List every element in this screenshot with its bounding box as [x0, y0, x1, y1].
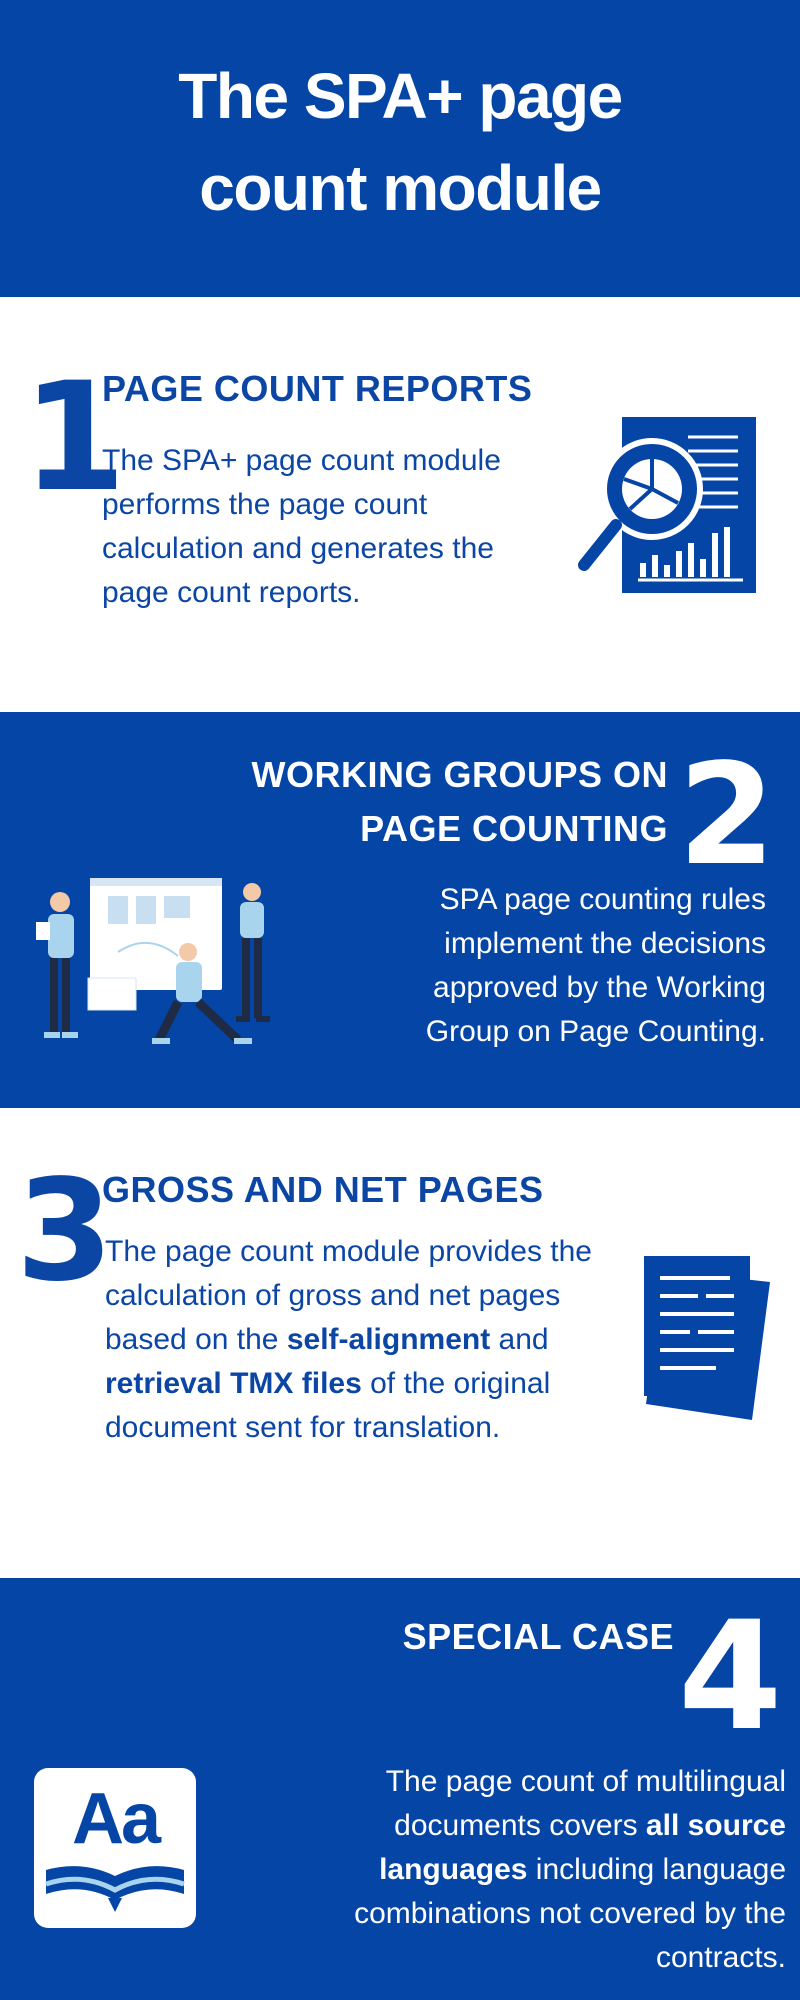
section-heading-3: GROSS AND NET PAGES — [102, 1169, 544, 1210]
section-body-3: The page count module provides the calcu… — [105, 1235, 592, 1444]
section-special-case: 4 SPECIAL CASE The page count of multili… — [0, 1578, 800, 2000]
section-number-2: 2 — [678, 734, 776, 897]
section-number-1: 1 — [22, 351, 127, 525]
section-number-4: 4 — [678, 1590, 783, 1764]
section-heading-2: WORKING GROUPS ON PAGE COUNTING — [251, 754, 668, 849]
section-body-2: SPA page counting rules implement the de… — [425, 883, 766, 1048]
section-heading-4: SPECIAL CASE — [402, 1616, 674, 1657]
section-number-3: 3 — [16, 1150, 114, 1313]
header-band: The SPA+ page count module — [0, 0, 800, 297]
section-gross-net-pages: 3 GROSS AND NET PAGES The page count mod… — [0, 1108, 800, 1578]
section-body-1: The SPA+ page count module performs the … — [102, 444, 501, 609]
dictionary-book-icon: Aa — [34, 1768, 196, 1928]
documents-icon — [644, 1256, 770, 1420]
team-meeting-illustration — [36, 878, 270, 1045]
section-heading-1: PAGE COUNT REPORTS — [102, 368, 533, 409]
section-working-groups: 2 WORKING GROUPS ON PAGE COUNTING SPA pa… — [0, 712, 800, 1108]
section-page-count-reports: 1 PAGE COUNT REPORTS The SPA+ page count… — [0, 297, 800, 712]
report-magnifier-icon — [578, 417, 756, 593]
section-body-4: The page count of multilingual documents… — [354, 1765, 786, 1974]
page-title: The SPA+ page count module — [178, 60, 623, 224]
